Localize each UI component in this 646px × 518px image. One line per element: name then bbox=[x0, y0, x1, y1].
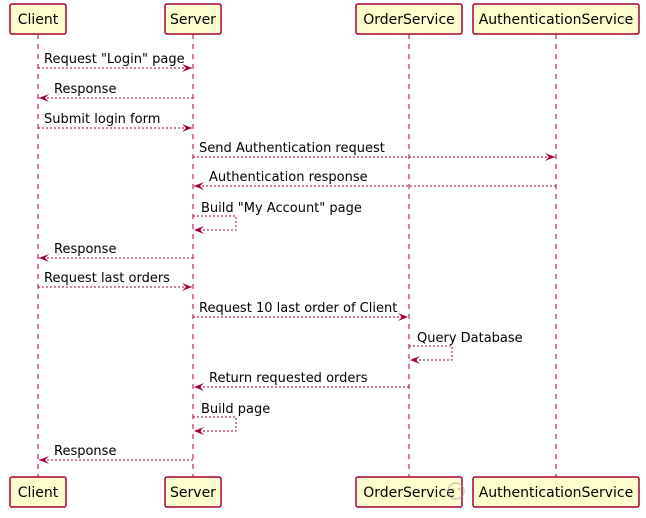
arrowhead bbox=[194, 427, 204, 435]
arrowhead bbox=[194, 226, 204, 234]
message-label: Response bbox=[54, 444, 116, 459]
participant-authservice-bottom: AuthenticationService bbox=[472, 476, 640, 508]
participant-client-top: Client bbox=[9, 3, 67, 35]
message-10: Query Database bbox=[409, 331, 523, 364]
participant-server-bottom: Server bbox=[164, 476, 222, 508]
arrowhead bbox=[398, 313, 408, 321]
arrowhead bbox=[194, 182, 204, 190]
message-label: Request last orders bbox=[44, 271, 170, 286]
arrowhead bbox=[39, 456, 49, 464]
message-3: Submit login form bbox=[38, 112, 192, 132]
message-line bbox=[409, 345, 453, 361]
participant-label: OrderService bbox=[363, 485, 455, 501]
message-label: Response bbox=[54, 82, 116, 97]
message-1: Request "Login" page bbox=[38, 52, 192, 72]
participant-authservice-top: AuthenticationService bbox=[472, 3, 640, 35]
message-9: Request 10 last order of Client bbox=[193, 301, 408, 321]
participant-label: Server bbox=[170, 485, 216, 501]
message-8: Request last orders bbox=[38, 271, 192, 291]
arrowhead bbox=[182, 283, 192, 291]
message-line bbox=[193, 416, 237, 432]
arrowhead bbox=[39, 94, 49, 102]
message-label: Send Authentication request bbox=[199, 141, 385, 156]
message-label: Build page bbox=[201, 402, 270, 417]
message-13: Response bbox=[39, 444, 193, 464]
participant-label: AuthenticationService bbox=[479, 485, 634, 501]
participant-client-bottom: Client bbox=[9, 476, 67, 508]
message-5: Authentication response bbox=[194, 170, 556, 190]
participant-orderservice-top: OrderService bbox=[355, 3, 463, 35]
message-11: Return requested orders bbox=[194, 371, 409, 391]
message-label: Return requested orders bbox=[209, 371, 368, 386]
arrowhead bbox=[182, 64, 192, 72]
message-7: Response bbox=[39, 242, 193, 262]
watermark-logo bbox=[447, 482, 465, 500]
arrowhead bbox=[194, 383, 204, 391]
message-12: Build page bbox=[193, 402, 270, 435]
arrowhead bbox=[545, 153, 555, 161]
message-label: Response bbox=[54, 242, 116, 257]
participant-label: AuthenticationService bbox=[479, 12, 634, 28]
participant-box bbox=[355, 3, 463, 35]
participant-box bbox=[164, 476, 222, 508]
participant-box bbox=[355, 476, 463, 508]
participant-box bbox=[164, 3, 222, 35]
participant-label: Client bbox=[18, 12, 59, 28]
message-6: Build "My Account" page bbox=[193, 201, 362, 234]
participant-label: OrderService bbox=[363, 12, 455, 28]
participant-label: Server bbox=[170, 12, 216, 28]
arrowhead bbox=[410, 356, 420, 364]
message-label: Query Database bbox=[417, 331, 523, 346]
message-label: Submit login form bbox=[44, 112, 160, 127]
participant-orderservice-bottom: OrderService bbox=[355, 476, 463, 508]
message-2: Response bbox=[39, 82, 193, 102]
participant-box bbox=[9, 476, 67, 508]
message-label: Build "My Account" page bbox=[201, 201, 362, 216]
message-label: Authentication response bbox=[209, 170, 368, 185]
message-label: Request 10 last order of Client bbox=[199, 301, 397, 316]
arrowhead bbox=[182, 124, 192, 132]
participant-server-top: Server bbox=[164, 3, 222, 35]
participant-label: Client bbox=[18, 485, 59, 501]
participant-box bbox=[472, 476, 640, 508]
message-line bbox=[193, 215, 237, 231]
message-label: Request "Login" page bbox=[44, 52, 185, 67]
participant-box bbox=[9, 3, 67, 35]
participant-box bbox=[472, 3, 640, 35]
arrowhead bbox=[39, 254, 49, 262]
message-4: Send Authentication request bbox=[193, 141, 555, 161]
